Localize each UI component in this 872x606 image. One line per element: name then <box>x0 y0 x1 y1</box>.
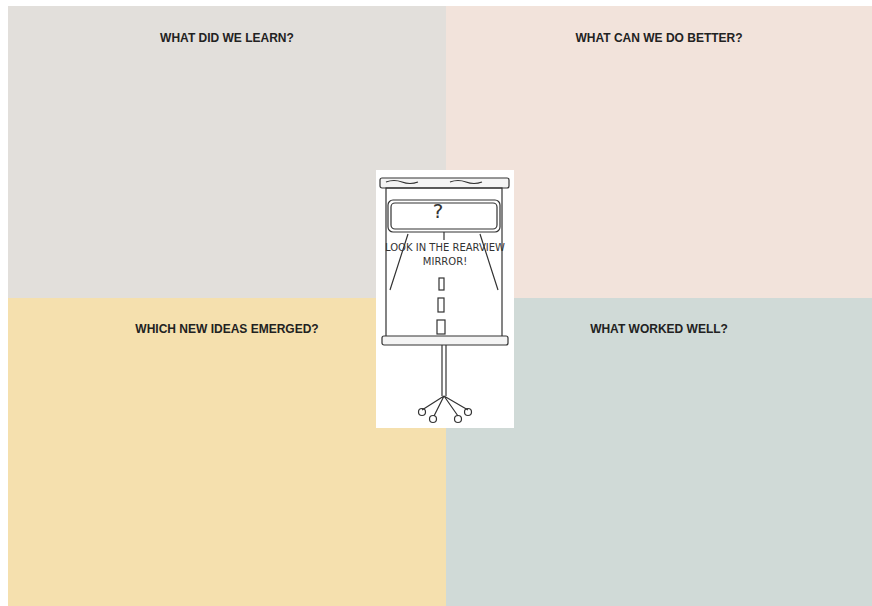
question-mark: ? <box>428 200 448 222</box>
illustration-caption: LOOK IN THE REARVIEW MIRROR! <box>384 241 506 269</box>
quadrant-heading: WHAT DID WE LEARN? <box>8 31 446 45</box>
quadrant-heading: WHAT CAN WE DO BETTER? <box>446 31 872 45</box>
flipchart-illustration <box>376 170 514 428</box>
